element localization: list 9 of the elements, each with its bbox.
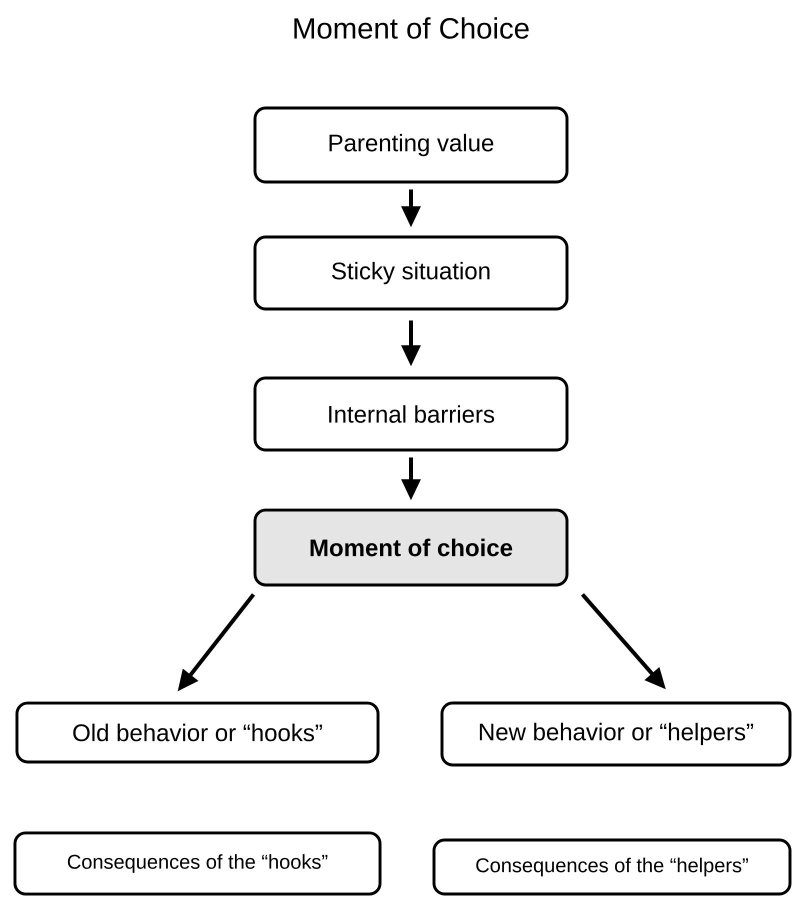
- title: Moment of Choice: [294, 17, 529, 39]
- process-box: Old behavior or “hooks”: [16, 702, 380, 764]
- process-box: Parenting value: [254, 106, 568, 184]
- process-box: Consequences of the “hooks”: [14, 832, 382, 896]
- process-box: Sticky situation: [254, 236, 568, 310]
- process-box: New behavior or “helpers”: [440, 702, 792, 766]
- process-box: Internal barriers: [254, 376, 568, 452]
- process-box: Consequences of the “helpers”: [432, 838, 792, 896]
- highlighted-box: Moment of choice: [254, 508, 568, 586]
